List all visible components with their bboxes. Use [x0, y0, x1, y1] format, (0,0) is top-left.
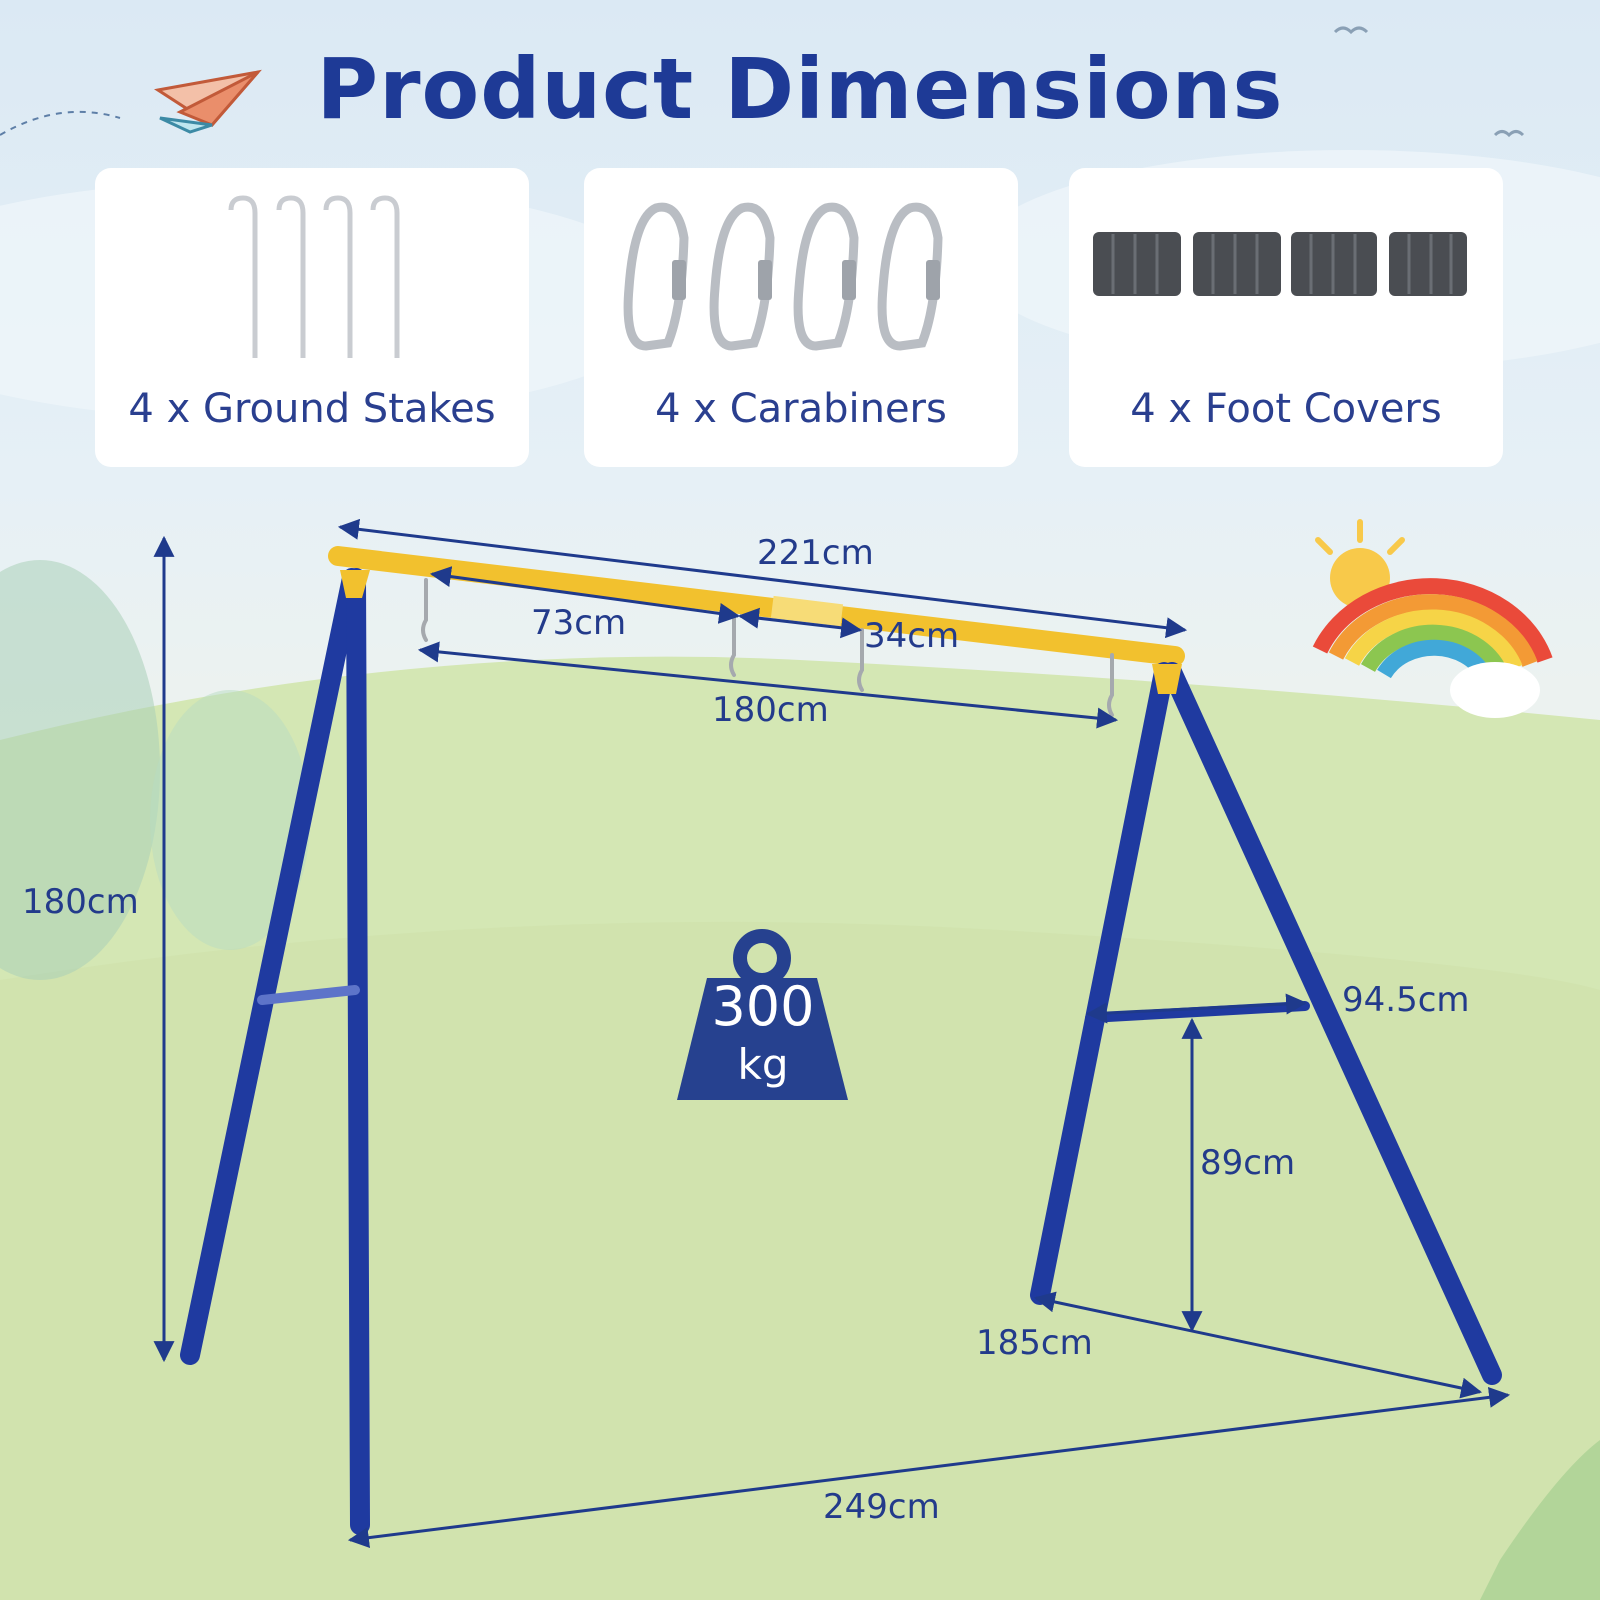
- left-crossbar: [257, 985, 360, 1005]
- dimension-swing-span-label: 180cm: [712, 690, 829, 730]
- dimension-arrows: [153, 518, 1511, 1549]
- arrow-top-bar: [337, 518, 1188, 639]
- dimension-hook-inner-label: 34cm: [864, 616, 960, 656]
- arrow-base-width: [347, 1386, 1511, 1549]
- plane-trail: [0, 110, 121, 136]
- arrow-crossbar-width: [1085, 993, 1308, 1024]
- flower-bush: [1480, 1440, 1600, 1600]
- accessory-card-foot-covers: 4 x Foot Covers: [1069, 168, 1503, 467]
- dimension-base-width-label: 249cm: [823, 1487, 940, 1527]
- paper-plane-icon: [154, 69, 262, 134]
- page-title: Product Dimensions: [316, 40, 1284, 138]
- dimension-top-bar-label: 221cm: [757, 533, 874, 573]
- accessory-card-carabiners: 4 x Carabiners: [584, 168, 1018, 467]
- arrow-hook-outer: [429, 566, 741, 624]
- cloud-icon: [1450, 662, 1540, 718]
- carabiner-icon: [623, 202, 943, 351]
- foot-cover-icon: [1093, 232, 1467, 296]
- tree-small: [150, 690, 310, 950]
- ground-stake-icon: [228, 195, 400, 358]
- left-front-leg: [180, 568, 362, 1365]
- dimension-hook-outer-label: 73cm: [531, 603, 627, 643]
- weight-capacity-unit: kg: [737, 1040, 789, 1089]
- dimension-crossbar-height-label: 89cm: [1200, 1143, 1296, 1183]
- accessory-label: 4 x Foot Covers: [1130, 386, 1442, 432]
- right-bracket: [1152, 664, 1182, 694]
- weight-icon: [677, 929, 848, 1100]
- dimension-side-depth-label: 185cm: [976, 1323, 1093, 1363]
- dimension-height-label: 180cm: [22, 882, 139, 922]
- rainbow-icon: [1312, 578, 1553, 681]
- weight-capacity-value: 300: [711, 975, 815, 1038]
- accessory-label: 4 x Ground Stakes: [128, 386, 496, 432]
- left-back-leg: [346, 568, 370, 1535]
- accessory-label: 4 x Carabiners: [655, 386, 947, 432]
- right-front-leg: [1162, 662, 1502, 1385]
- dimension-crossbar-width-label: 94.5cm: [1342, 980, 1470, 1020]
- right-back-leg: [1030, 662, 1174, 1305]
- bird-icon: [1493, 130, 1525, 138]
- arrow-swing-span: [417, 641, 1119, 729]
- tree-left: [0, 560, 160, 980]
- bird-icon: [1333, 26, 1369, 35]
- swing-frame: [180, 546, 1502, 1535]
- arrow-hook-inner: [737, 607, 863, 639]
- arrow-side-depth: [1033, 1291, 1483, 1399]
- accessory-card-ground-stakes: 4 x Ground Stakes: [95, 168, 529, 467]
